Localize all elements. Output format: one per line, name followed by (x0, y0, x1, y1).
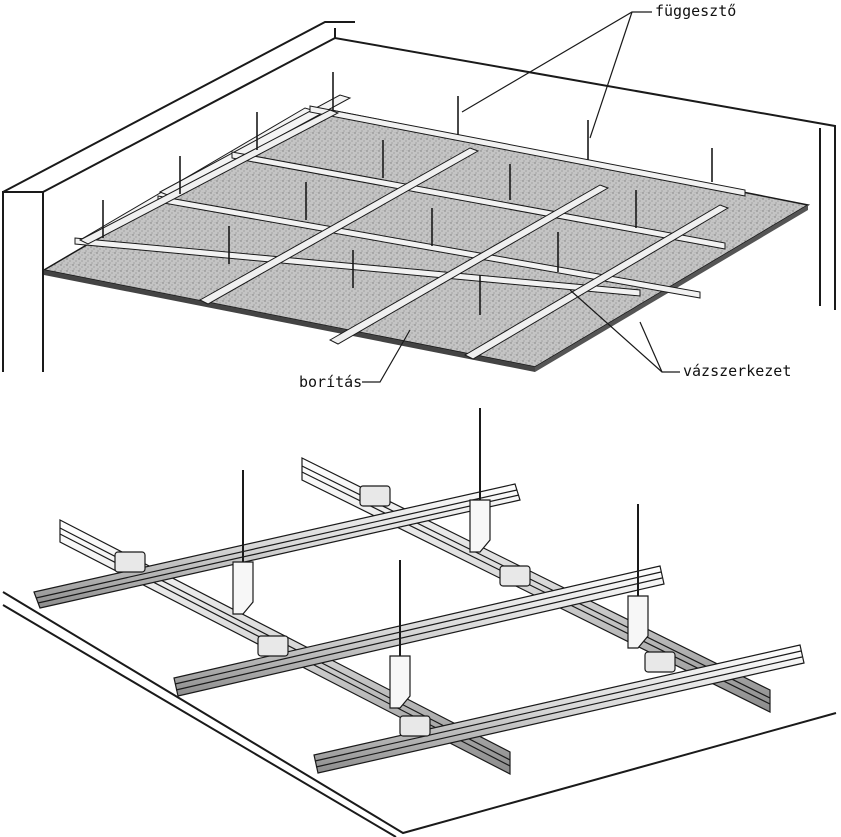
bottom-board (2, 591, 837, 837)
leader-lines (362, 11, 680, 383)
bottom-hangers (242, 408, 639, 672)
top-grid-rails (74, 105, 746, 299)
top-cross-rails (78, 109, 730, 360)
label-cladding: borítás (299, 373, 363, 391)
top-hangers (102, 72, 713, 315)
furring-channels (33, 483, 805, 774)
cross-connectors (114, 485, 676, 737)
label-hanger: függesztő (655, 2, 737, 20)
hanger-clips (232, 499, 649, 709)
label-frame: vázszerkezet (683, 362, 792, 380)
room-walls (2, 21, 836, 372)
